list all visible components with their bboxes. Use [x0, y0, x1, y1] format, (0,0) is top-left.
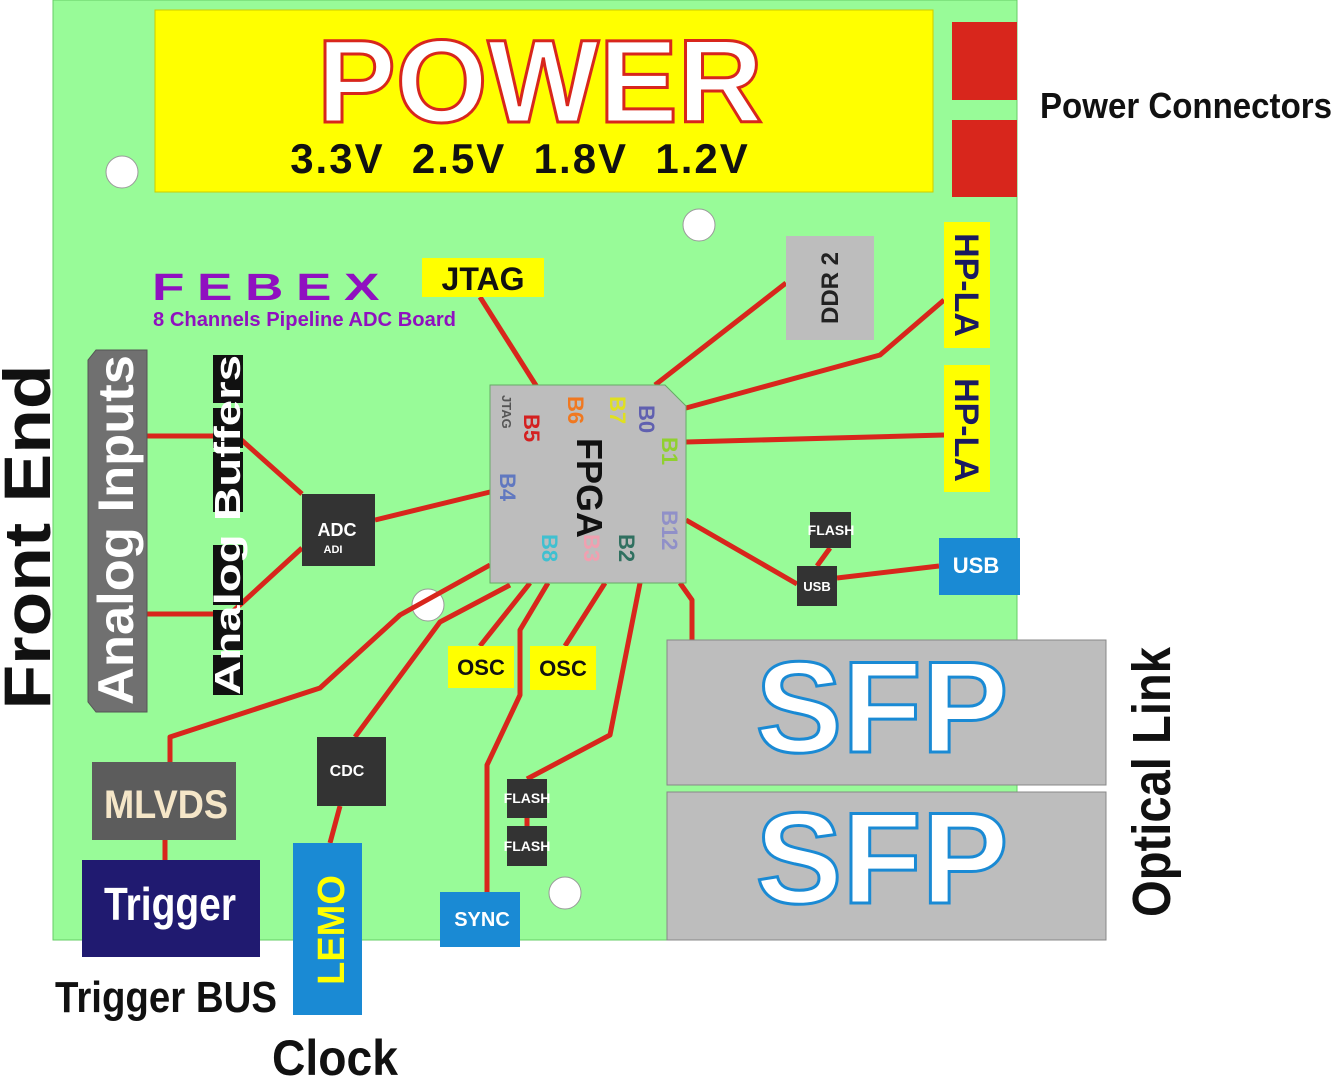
power-voltages: 3.3V 2.5V 1.8V 1.2V [290, 135, 750, 182]
hpla-label-1: HP-LA [947, 233, 985, 337]
power-connector-2 [952, 120, 1017, 197]
front-end-label: Front End [0, 365, 64, 710]
usb-chip-label: USB [803, 579, 830, 594]
traces [147, 281, 946, 892]
analog-inputs-label: Analog Inputs [88, 355, 144, 705]
analog-inputs-block [87, 349, 148, 713]
lemo-connector [293, 843, 362, 1015]
hpla-connector-1 [944, 222, 990, 348]
bank-b7: B7 [605, 396, 630, 424]
flash-label-2: FLASH [504, 838, 551, 854]
usb-label: USB [953, 553, 999, 578]
hpla-connector-2 [944, 365, 990, 492]
power-title: POWER [317, 16, 763, 148]
analog-buffers-label: Analog Buffers [207, 355, 248, 695]
sync-label: SYNC [454, 909, 510, 931]
power-connectors-label: Power Connectors [1040, 85, 1332, 126]
bank-b3: B3 [579, 534, 604, 562]
bank-jtag: JTAG [499, 395, 514, 429]
jtag-label: JTAG [442, 261, 525, 297]
mlvds-block [92, 762, 236, 840]
hpla-label-2: HP-LA [947, 378, 985, 482]
fpga-chip [489, 384, 687, 584]
fpga-label: FPGA [569, 438, 610, 538]
trigger-label: Trigger [104, 878, 236, 930]
flash-chip [810, 512, 851, 548]
lemo-label: LEMO [311, 875, 353, 985]
osc-label-1: OSC [457, 655, 505, 680]
board-subtitle: 8 Channels Pipeline ADC Board [153, 309, 456, 331]
jtag-connector [422, 258, 544, 297]
clock-label: Clock [272, 1030, 398, 1080]
bank-b6: B6 [563, 396, 588, 424]
ddr2-label: DDR 2 [817, 252, 844, 324]
flash-chip-1 [507, 779, 547, 818]
cdc-chip [317, 737, 386, 806]
flash-label: FLASH [808, 522, 855, 538]
adc-label: ADC [318, 520, 357, 540]
sfp-label-2: SFP [756, 785, 1009, 931]
oscillator-1 [448, 646, 514, 688]
trigger-connector [82, 860, 260, 957]
board-name: FEBEX [152, 267, 392, 309]
analog-buffers: Analog Buffers [207, 355, 248, 695]
adc-chip [302, 494, 375, 566]
sfp-cage-2 [666, 791, 1107, 941]
bank-b4: B4 [495, 473, 520, 502]
mounting-hole [105, 155, 139, 189]
osc-label-2: OSC [539, 656, 587, 681]
mounting-hole [682, 208, 716, 242]
mlvds-label: MLVDS [104, 783, 228, 827]
sync-connector [440, 892, 520, 947]
cdc-label: CDC [330, 763, 365, 780]
flash-label-1: FLASH [504, 790, 551, 806]
mounting-hole [548, 876, 582, 910]
flash-chip-2 [507, 826, 547, 866]
optical-link-label: Optical Link [1122, 646, 1182, 917]
usb-chip [797, 566, 837, 606]
bank-b12: B12 [657, 510, 682, 550]
bank-b1: B1 [657, 437, 682, 465]
bank-b8: B8 [537, 534, 562, 562]
bank-b5: B5 [519, 414, 544, 442]
oscillator-2 [530, 646, 596, 690]
sfp-label-1: SFP [756, 634, 1009, 780]
trigger-bus-label: Trigger BUS [55, 973, 277, 1022]
ddr2-memory [786, 236, 874, 340]
adc-vendor: ADI [324, 544, 343, 556]
sfp-cage-1 [666, 639, 1107, 786]
fpga-bank-labels: JTAG B5 B6 B7 B0 B1 B4 B12 B2 B3 B8 [495, 395, 682, 562]
power-block [154, 9, 934, 193]
bank-b0: B0 [634, 405, 659, 433]
power-connector-1 [952, 22, 1017, 100]
usb-connector [939, 538, 1020, 595]
bank-b2: B2 [614, 534, 639, 562]
